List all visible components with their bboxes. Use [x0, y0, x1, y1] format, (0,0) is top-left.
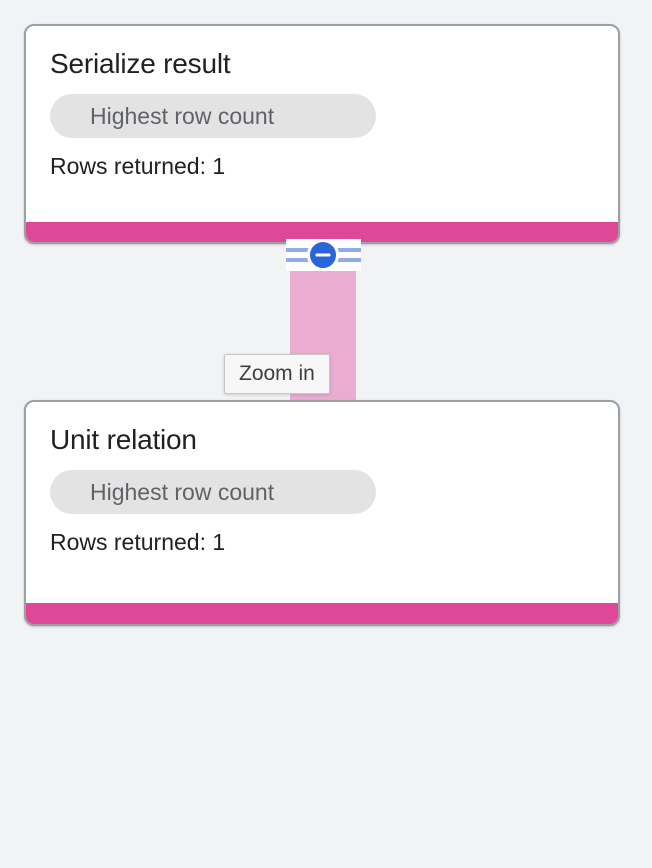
node-rows-returned: Rows returned: 1 [50, 529, 226, 555]
node-title: Serialize result [50, 48, 231, 79]
node-body: Unit relation Highest row count Rows ret… [26, 402, 618, 556]
node-card-unit-relation[interactable]: Unit relation Highest row count Rows ret… [24, 400, 620, 626]
node-footer-bar [26, 603, 618, 624]
node-metric-pill[interactable]: Highest row count [50, 470, 376, 514]
minus-circle-icon[interactable] [307, 239, 339, 271]
zoom-in-tooltip: Zoom in [224, 354, 330, 394]
node-metric-pill[interactable]: Highest row count [50, 94, 376, 138]
connector-zoom-control[interactable] [286, 239, 361, 271]
node-body: Serialize result Highest row count Rows … [26, 26, 618, 180]
node-footer-bar [26, 222, 618, 242]
minus-glyph [315, 253, 331, 257]
node-card-serialize-result[interactable]: Serialize result Highest row count Rows … [24, 24, 620, 244]
node-rows-returned: Rows returned: 1 [50, 153, 226, 179]
node-title: Unit relation [50, 424, 197, 455]
